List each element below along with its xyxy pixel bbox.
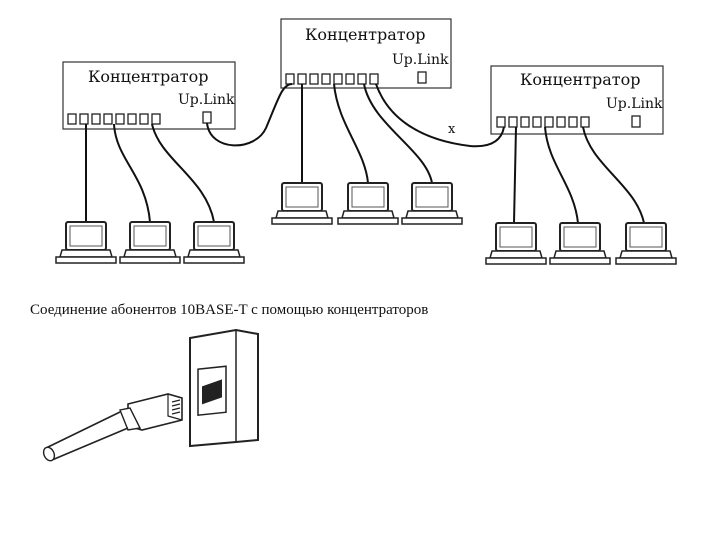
computer-right-2 — [549, 222, 611, 265]
hub-center: Концентратор Up.Link — [280, 18, 452, 89]
hub-left-uplink-label: Up.Link — [178, 92, 235, 108]
hub-center-uplink-port — [417, 71, 427, 84]
computer-right-1 — [485, 222, 547, 265]
cable-crossover-center-to-right — [375, 83, 505, 148]
computer-center-2 — [337, 182, 399, 225]
wall-socket — [189, 328, 259, 448]
hub-left: Концентратор Up.Link — [62, 61, 236, 130]
diagram-caption: Соединение абонентов 10BASE-T с помощью … — [30, 302, 429, 318]
hub-right-uplink-label: Up.Link — [606, 96, 663, 112]
cable-left-pc3 — [151, 123, 215, 223]
computer-left-1 — [55, 221, 117, 264]
hub-left-ports — [67, 113, 161, 125]
computer-center-3 — [401, 182, 463, 225]
hub-left-title: Концентратор — [88, 67, 208, 86]
cable-left-uplink-to-center — [206, 83, 293, 147]
cables — [85, 83, 645, 224]
crossover-mark: x — [448, 122, 456, 137]
cable-right-pc1 — [513, 126, 517, 224]
computer-right-3 — [615, 222, 677, 265]
hub-center-title: Концентратор — [305, 25, 425, 44]
cable-right-pc3 — [582, 126, 645, 224]
rj45-illustration — [42, 328, 259, 462]
hub-center-uplink-label: Up.Link — [392, 52, 449, 68]
cable-center-pc3 — [363, 83, 433, 184]
rj45-plug — [119, 393, 183, 431]
computer-center-1 — [271, 182, 333, 225]
hub-right-uplink-port — [631, 115, 641, 128]
cable-left-pc2 — [113, 123, 151, 223]
cable-center-pc2 — [333, 83, 369, 184]
computer-left-2 — [119, 221, 181, 264]
hub-right-ports — [496, 116, 590, 128]
computer-left-3 — [183, 221, 245, 264]
hub-right: Концентратор Up.Link — [490, 65, 664, 135]
cable-right-pc2 — [544, 126, 579, 224]
rj45-cable — [42, 411, 129, 462]
hub-right-title: Концентратор — [520, 70, 640, 89]
